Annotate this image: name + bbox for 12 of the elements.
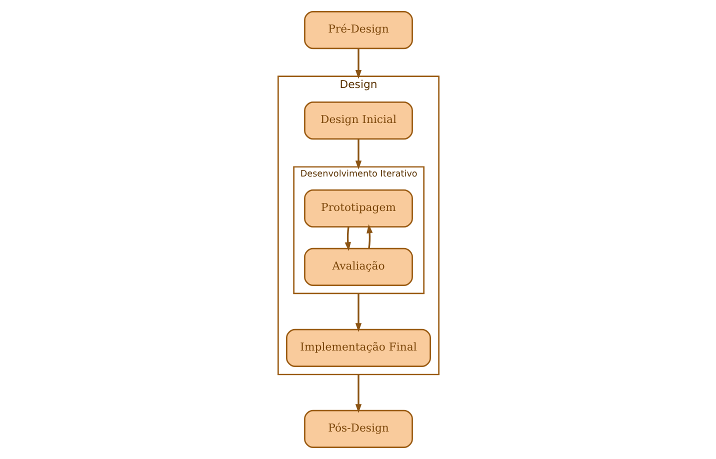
arrow xyxy=(344,226,350,252)
arrow xyxy=(366,224,372,249)
node-box: Implementação Final xyxy=(286,328,430,368)
node-box: Pós-Design xyxy=(304,410,412,448)
arrow xyxy=(354,48,362,79)
node-box: Design Inicial xyxy=(304,102,412,140)
node-box: Pré-Design xyxy=(304,10,412,50)
arrow xyxy=(354,374,362,414)
node-box: Avaliação xyxy=(304,248,412,286)
node-box: Prototipagem xyxy=(304,189,412,228)
arrow xyxy=(354,138,362,170)
arrow xyxy=(354,294,362,332)
